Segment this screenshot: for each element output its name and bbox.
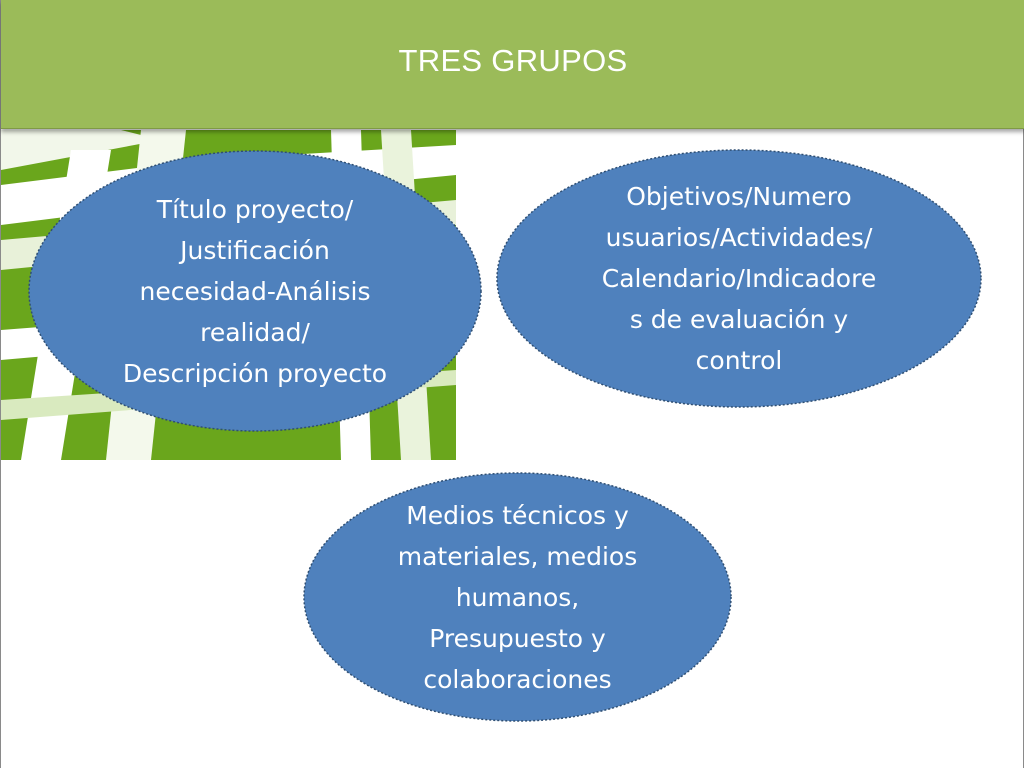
slide-title: TRES GRUPOS	[398, 43, 628, 78]
group-oval-2: Objetivos/Numero usuarios/Actividades/ C…	[496, 149, 982, 408]
title-bar: TRES GRUPOS	[1, 0, 1024, 129]
group-2-text: Objetivos/Numero usuarios/Actividades/ C…	[601, 182, 877, 375]
group-oval-1: Título proyecto/ Justificación necesidad…	[28, 150, 482, 432]
group-3-text: Medios técnicos y materiales, medios hum…	[397, 500, 638, 694]
group-oval-3: Medios técnicos y materiales, medios hum…	[303, 472, 732, 722]
group-1-text: Título proyecto/ Justificación necesidad…	[122, 194, 388, 388]
